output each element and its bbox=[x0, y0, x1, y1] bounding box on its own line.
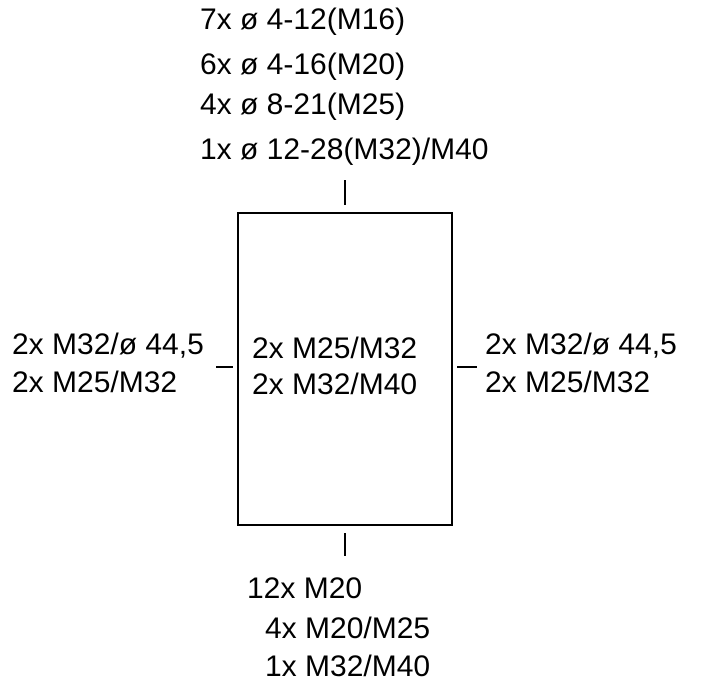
enclosure-box bbox=[237, 212, 453, 526]
right-entry-1: 2x M32/ø 44,5 bbox=[485, 328, 677, 361]
top-entry-1: 7x ø 4-12(M16) bbox=[200, 3, 406, 36]
top-tick bbox=[344, 180, 346, 205]
left-entry-2: 2x M25/M32 bbox=[12, 366, 178, 399]
top-entry-4: 1x ø 12-28(M32)/M40 bbox=[200, 133, 489, 166]
right-tick bbox=[457, 366, 477, 368]
bottom-tick bbox=[344, 533, 346, 556]
bottom-entry-3: 1x M32/M40 bbox=[265, 650, 431, 683]
left-entry-1: 2x M32/ø 44,5 bbox=[12, 328, 204, 361]
center-entry-2: 2x M32/M40 bbox=[252, 368, 418, 401]
left-tick bbox=[216, 366, 233, 368]
right-entry-2: 2x M25/M32 bbox=[485, 366, 651, 399]
bottom-entry-2: 4x M20/M25 bbox=[265, 612, 431, 645]
top-entry-3: 4x ø 8-21(M25) bbox=[200, 88, 406, 121]
top-entry-2: 6x ø 4-16(M20) bbox=[200, 48, 406, 81]
center-entry-1: 2x M25/M32 bbox=[252, 332, 418, 365]
bottom-entry-1: 12x M20 bbox=[247, 572, 363, 605]
